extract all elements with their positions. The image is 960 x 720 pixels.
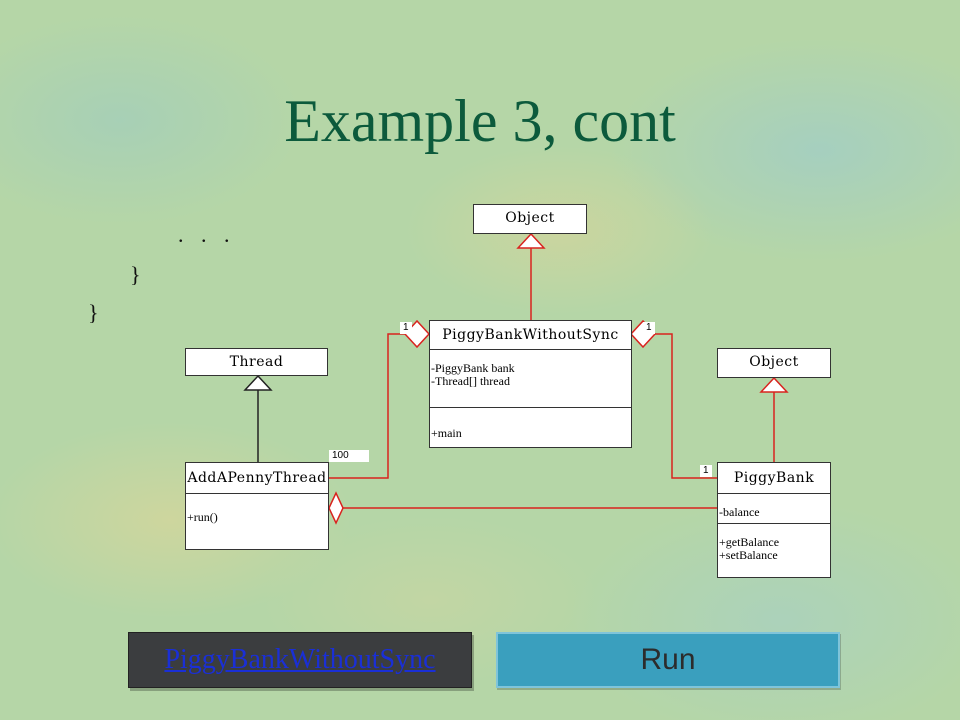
attribute-balance: -balance [719, 505, 760, 519]
slide-title: Example 3, cont [284, 88, 676, 154]
code-inner-brace: } [130, 262, 141, 287]
class-piggy-bank-attributes: -balance [718, 494, 830, 524]
class-piggy-bank-without-sync-attributes: -PiggyBank bank -Thread[] thread [430, 350, 631, 408]
class-piggy-bank: PiggyBank -balance +getBalance +setBalan… [717, 462, 831, 578]
class-object-right-name: Object [749, 354, 799, 370]
attribute-thread: -Thread[] thread [431, 374, 510, 388]
class-object-right: Object [717, 348, 831, 378]
piggy-bank-without-sync-link-button[interactable]: PiggyBankWithoutSync [128, 632, 472, 688]
class-piggy-bank-without-sync-operations: +main [430, 408, 631, 448]
aggregation-diamond-penny [328, 491, 344, 525]
operation-get-balance: +getBalance [719, 535, 780, 549]
operation-main: +main [431, 426, 462, 440]
multiplicity-hundred: 100 [329, 450, 369, 462]
operation-set-balance: +setBalance [719, 548, 778, 562]
generalization-arrow-sync [516, 232, 546, 249]
generalization-arrow-thread [243, 374, 273, 391]
aggregation-line-thread [329, 333, 405, 479]
operation-run: +run() [187, 510, 218, 524]
piggy-bank-without-sync-link[interactable]: PiggyBankWithoutSync [164, 644, 436, 675]
class-piggy-bank-without-sync: PiggyBankWithoutSync -PiggyBank bank -Th… [429, 320, 632, 448]
multiplicity-left-one: 1 [400, 322, 412, 334]
class-thread-name: Thread [229, 354, 284, 370]
code-ellipsis: . . . [178, 222, 236, 247]
generalization-arrow-bank [759, 376, 789, 393]
class-object-top-name: Object [505, 210, 555, 226]
aggregation-line-bank [655, 333, 717, 479]
run-button-label: Run [640, 643, 696, 676]
class-piggy-bank-without-sync-name: PiggyBankWithoutSync [430, 321, 631, 350]
class-thread: Thread [185, 348, 328, 376]
run-button[interactable]: Run [496, 632, 840, 688]
class-object-top: Object [473, 204, 587, 234]
class-add-a-penny-thread-operations: +run() [186, 494, 328, 550]
class-add-a-penny-thread-name: AddAPennyThread [186, 463, 328, 494]
class-piggy-bank-operations: +getBalance +setBalance [718, 524, 830, 578]
code-outer-brace: } [88, 300, 99, 325]
multiplicity-right-one: 1 [643, 322, 655, 334]
multiplicity-bottom-one: 1 [700, 465, 712, 477]
class-piggy-bank-name: PiggyBank [718, 463, 830, 494]
attribute-bank: -PiggyBank bank [431, 361, 515, 375]
class-add-a-penny-thread: AddAPennyThread +run() [185, 462, 329, 550]
